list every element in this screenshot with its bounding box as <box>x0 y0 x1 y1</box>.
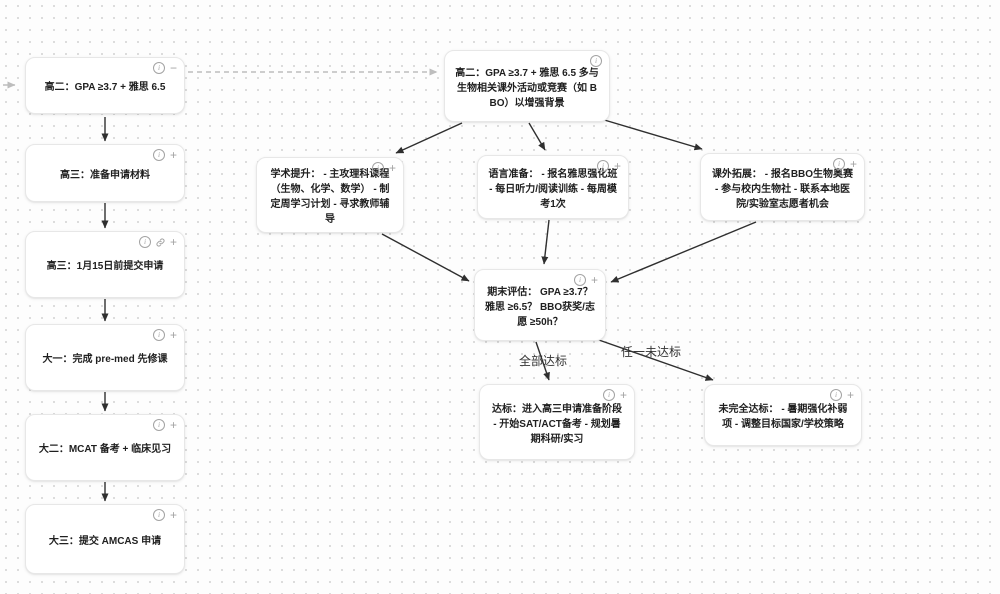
node-actions: i + <box>138 235 177 249</box>
add-icon[interactable]: + <box>613 159 621 173</box>
node-text: 语言准备： - 报名雅思强化班 - 每日听力/阅读训练 - 每周模考1次 <box>488 168 618 210</box>
node-actions: i + <box>371 161 396 175</box>
info-icon[interactable]: i <box>602 389 615 401</box>
node-g3-submit-before-jan15[interactable]: i + 高三：1月15日前提交申请 <box>25 231 185 298</box>
node-u3-amcas[interactable]: i + 大三：提交 AMCAS 申请 <box>25 504 185 574</box>
node-text: 高二：GPA ≥3.7 + 雅思 6.5 <box>44 82 166 93</box>
node-actions: i + <box>152 328 177 342</box>
edge-label-fail[interactable]: 任一未达标 <box>621 345 682 359</box>
node-g2-expanded-goal[interactable]: i 高二：GPA ≥3.7 + 雅思 6.5 多与生物相关课外活动或竞赛（如 B… <box>444 50 610 122</box>
node-text: 大一：完成 pre-med 先修课 <box>42 354 168 365</box>
info-icon[interactable]: i <box>152 149 165 161</box>
edge-c1-b2[interactable] <box>528 122 546 151</box>
node-actions: i + <box>573 273 598 287</box>
info-icon[interactable]: i <box>152 419 165 431</box>
edge-b1-e1[interactable] <box>381 233 470 282</box>
node-u1-premed-courses[interactable]: i + 大一：完成 pre-med 先修课 <box>25 324 185 391</box>
add-icon[interactable]: + <box>619 388 627 402</box>
node-g2-gpa-ielts[interactable]: i − 高二：GPA ≥3.7 + 雅思 6.5 <box>25 57 185 114</box>
edge-label-pass[interactable]: 全部达标 <box>519 354 568 368</box>
node-text: 高三：准备申请材料 <box>60 169 150 181</box>
link-icon[interactable] <box>156 237 165 247</box>
add-icon[interactable]: + <box>846 388 854 402</box>
info-icon[interactable]: i <box>596 160 609 172</box>
add-icon[interactable]: + <box>590 273 598 287</box>
edge-c1-b1[interactable] <box>395 122 463 154</box>
node-text: 高二：GPA ≥3.7 + 雅思 6.5 多与生物相关课外活动或竞赛（如 BBO… <box>455 67 599 109</box>
collapse-icon[interactable]: − <box>169 61 177 75</box>
node-academic-improvement[interactable]: i + 学术提升： - 主攻理科课程（生物、化学、数学） - 制定周学习计划 -… <box>256 157 404 233</box>
node-fail-outcome[interactable]: i + 未完全达标： - 暑期强化补弱项 - 调整目标国家/学校策略 <box>704 384 862 446</box>
info-icon[interactable]: i <box>138 236 151 248</box>
info-icon[interactable]: i <box>152 62 165 74</box>
node-final-evaluation[interactable]: i + 期末评估： GPA ≥3.7？ 雅思 ≥6.5？ BBO获奖/志愿 ≥5… <box>474 269 606 341</box>
info-icon[interactable]: i <box>152 329 165 341</box>
node-text: 未完全达标： - 暑期强化补弱项 - 调整目标国家/学校策略 <box>718 404 848 430</box>
edge-b3-e1[interactable] <box>610 221 757 283</box>
node-u2-mcat-clinical[interactable]: i + 大二：MCAT 备考 + 临床见习 <box>25 414 185 481</box>
info-icon[interactable]: i <box>832 158 845 170</box>
node-actions: i + <box>602 388 627 402</box>
node-actions: i + <box>152 148 177 162</box>
info-icon[interactable]: i <box>829 389 842 401</box>
node-language-prep[interactable]: i + 语言准备： - 报名雅思强化班 - 每日听力/阅读训练 - 每周模考1次 <box>477 155 629 219</box>
info-icon[interactable]: i <box>152 509 165 521</box>
node-text: 达标：进入高三申请准备阶段 - 开始SAT/ACT备考 - 规划暑期科研/实习 <box>492 403 622 445</box>
add-icon[interactable]: + <box>849 157 857 171</box>
add-icon[interactable]: + <box>169 508 177 522</box>
add-icon[interactable]: + <box>169 418 177 432</box>
add-icon[interactable]: + <box>169 148 177 162</box>
node-actions: i + <box>152 418 177 432</box>
add-icon[interactable]: + <box>388 161 396 175</box>
node-actions: i + <box>152 508 177 522</box>
node-actions: i − <box>152 61 177 75</box>
node-g3-prep-materials[interactable]: i + 高三：准备申请材料 <box>25 144 185 202</box>
add-icon[interactable]: + <box>169 235 177 249</box>
info-icon[interactable]: i <box>573 274 586 286</box>
node-actions: i <box>590 55 602 67</box>
node-text: 课外拓展： - 报名BBO生物奥赛 - 参与校内生物社 - 联系本地医院/实验室… <box>711 168 854 210</box>
edge-c1-b3[interactable] <box>600 118 703 151</box>
node-extracurricular[interactable]: i + 课外拓展： - 报名BBO生物奥赛 - 参与校内生物社 - 联系本地医院… <box>700 153 865 221</box>
node-text: 大二：MCAT 备考 + 临床见习 <box>38 444 172 455</box>
edge-b2-e1[interactable] <box>541 219 550 265</box>
node-text: 学术提升： - 主攻理科课程（生物、化学、数学） - 制定周学习计划 - 寻求教… <box>270 169 390 225</box>
node-pass-outcome[interactable]: i + 达标：进入高三申请准备阶段 - 开始SAT/ACT备考 - 规划暑期科研… <box>479 384 635 460</box>
node-actions: i + <box>832 157 857 171</box>
node-text: 期末评估： GPA ≥3.7？ 雅思 ≥6.5？ BBO获奖/志愿 ≥50h？ <box>485 286 595 328</box>
node-text: 大三：提交 AMCAS 申请 <box>48 535 162 547</box>
node-actions: i + <box>596 159 621 173</box>
info-icon[interactable]: i <box>590 55 602 67</box>
node-text: 高三：1月15日前提交申请 <box>46 261 164 272</box>
add-icon[interactable]: + <box>169 328 177 342</box>
info-icon[interactable]: i <box>371 162 384 174</box>
node-actions: i + <box>829 388 854 402</box>
